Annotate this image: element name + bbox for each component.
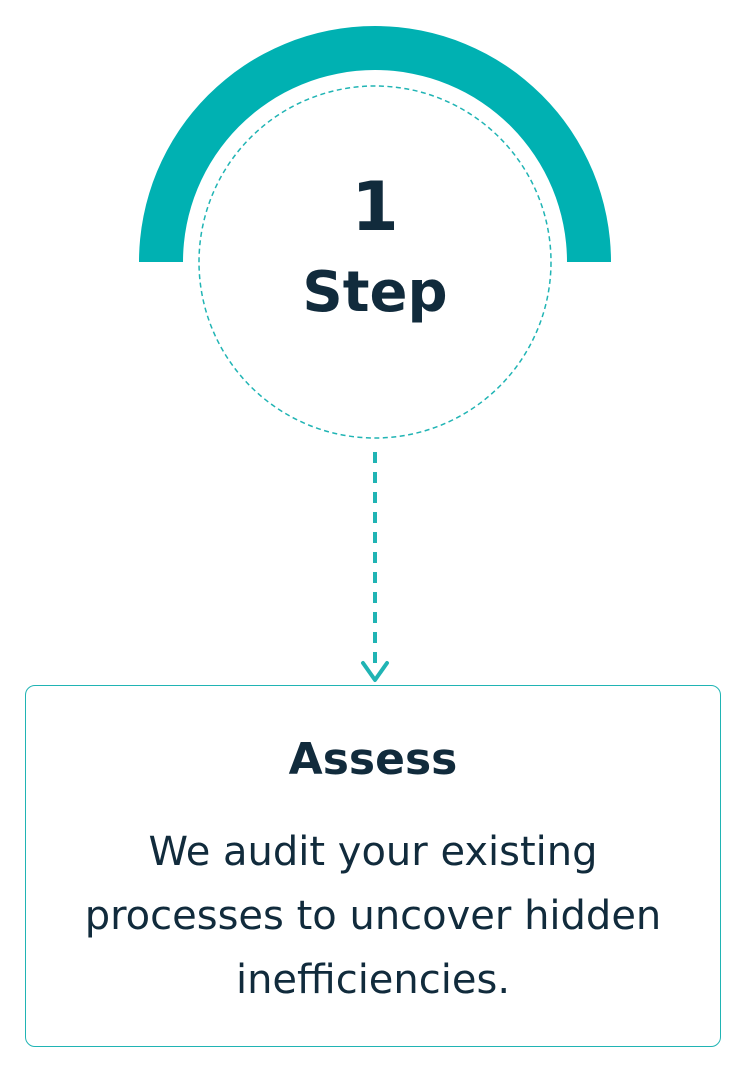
step-label: Step (302, 260, 448, 325)
step-number: 1 (351, 168, 399, 247)
arrow-down-icon (361, 661, 389, 682)
dashed-circle (198, 85, 552, 439)
card-title: Assess (288, 734, 458, 785)
step-graphic (139, 26, 611, 682)
card-description: We audit your existing processes to unco… (84, 829, 662, 1003)
teal-arch (139, 26, 611, 262)
step-card: Assess We audit your existing processes … (25, 685, 721, 1047)
